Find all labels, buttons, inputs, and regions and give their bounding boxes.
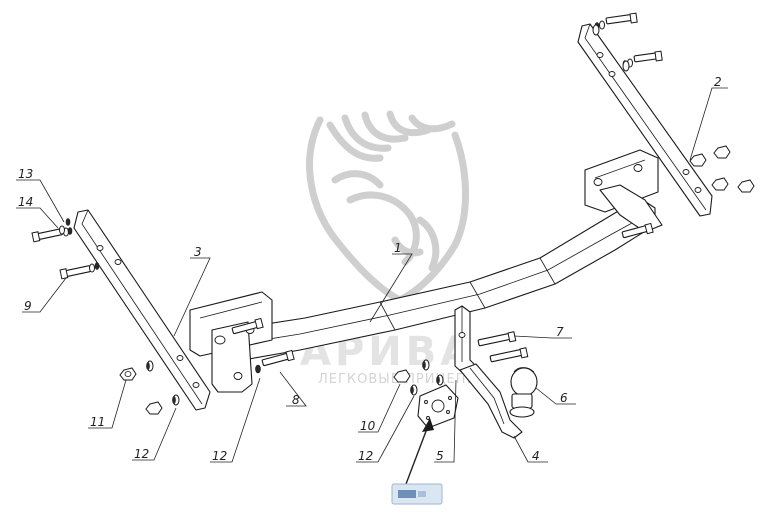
- nut-11: [119, 367, 137, 381]
- callout-14: 14: [18, 195, 33, 209]
- callout-4: 4: [532, 449, 540, 463]
- callout-5: 5: [436, 449, 444, 463]
- callout-13: 13: [18, 167, 33, 181]
- callout-12-mid: 12: [212, 449, 227, 463]
- watermark-logo: [306, 110, 469, 304]
- washer-left-a: [146, 360, 154, 372]
- bolt-top-right-upper: [594, 12, 638, 30]
- left-beam-bracket: [189, 291, 273, 393]
- callout-6: 6: [560, 391, 568, 405]
- callout-7: 7: [556, 325, 564, 339]
- bolt-7: [477, 331, 529, 363]
- callout-8: 8: [292, 393, 300, 407]
- bolt-9-upper: [31, 227, 73, 243]
- washer-10: [410, 384, 418, 396]
- washer-12c: [422, 359, 444, 386]
- callout-11: 11: [90, 415, 105, 429]
- nut-left-b: [145, 401, 163, 415]
- nuts-right-plate: [689, 145, 755, 193]
- callout-2: 2: [714, 75, 722, 89]
- connector-badge: [391, 483, 443, 505]
- callout-9: 9: [24, 299, 32, 313]
- left-side-plate: [73, 209, 211, 411]
- callout-1: 1: [394, 241, 402, 255]
- bolt-9-lower: [59, 262, 100, 280]
- right-side-plate: [577, 23, 713, 217]
- nut-10: [393, 369, 411, 383]
- leader-lines: [16, 87, 728, 463]
- bolt-8: [231, 317, 295, 374]
- callout-12-left: 12: [134, 447, 149, 461]
- bolt-right-beam: [621, 222, 654, 239]
- arrow-to-socket: [405, 418, 434, 485]
- right-beam-bracket: [584, 149, 663, 233]
- tow-ball: [509, 367, 538, 418]
- callout-labels: 13 14 9 3 11 12 12 8 1 10 12 5 7 6 4 2: [18, 75, 722, 463]
- washers-top-right: [592, 24, 630, 72]
- tow-ball-arm: [459, 363, 523, 439]
- callout-12-right: 12: [358, 449, 373, 463]
- callout-3: 3: [194, 245, 202, 259]
- socket-plate: [417, 384, 459, 429]
- washers-left-13-14: [59, 218, 71, 235]
- tow-bracket-plate: [454, 305, 479, 377]
- callout-10: 10: [360, 419, 376, 433]
- washer-12a: [172, 394, 180, 406]
